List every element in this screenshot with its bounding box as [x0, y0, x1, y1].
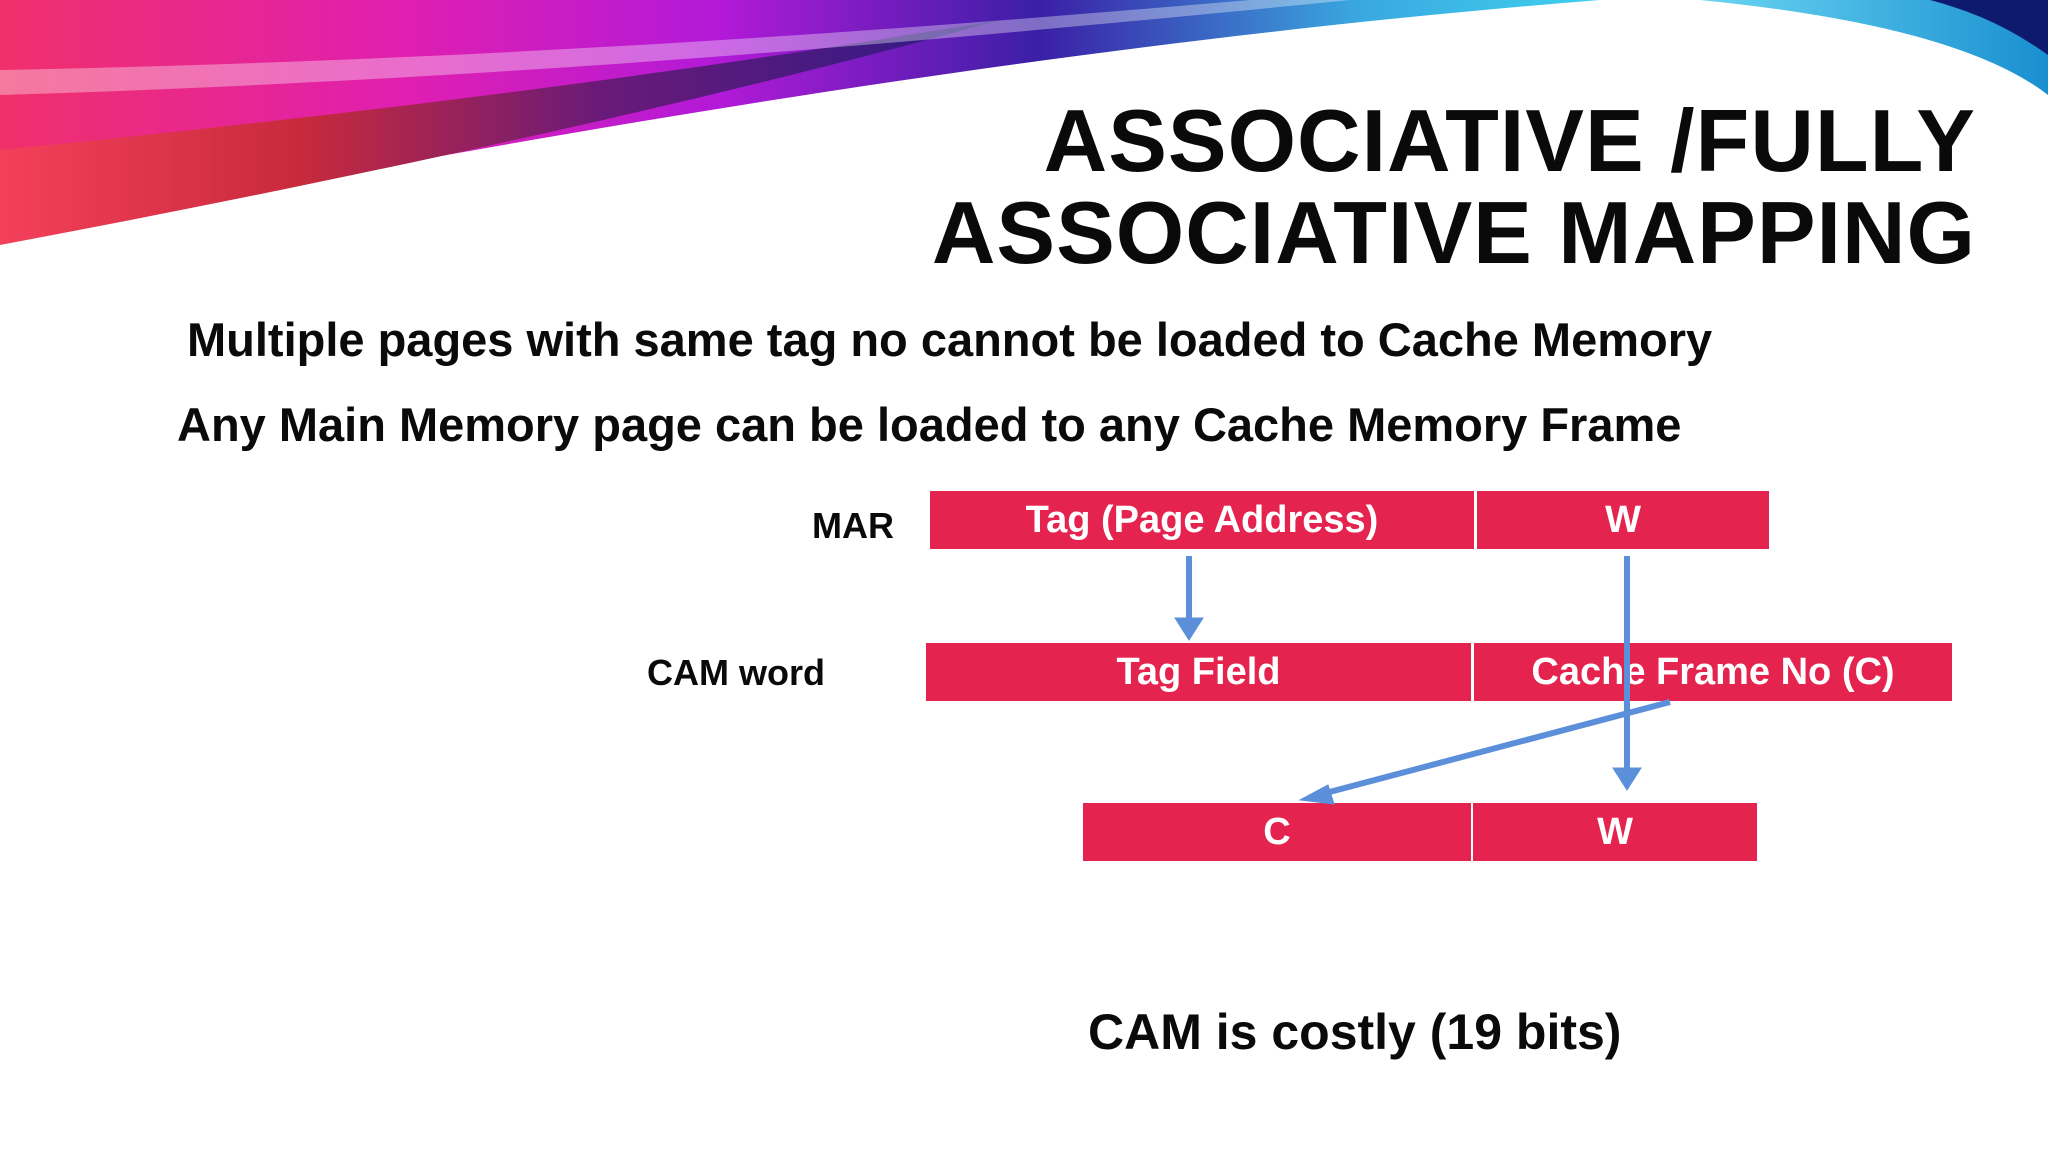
arrow-tag-to-tag-field	[1174, 556, 1204, 641]
result-c-field: C	[1083, 803, 1471, 861]
cam-cache-frame-field: Cache Frame No (C)	[1474, 643, 1952, 701]
cam-word-label: CAM word	[647, 652, 825, 693]
bullet-text-1: Multiple pages with same tag no cannot b…	[187, 313, 1713, 366]
decorative-swoosh	[0, 0, 2048, 245]
swoosh-teal-right	[1700, 0, 2048, 95]
result-w-field: W	[1473, 803, 1757, 861]
slide-title: ASSOCIATIVE /FULLY ASSOCIATIVE MAPPING	[932, 95, 1976, 279]
arrow-frame-to-result-c	[1298, 699, 1671, 805]
cam-cost-note: CAM is costly (19 bits)	[1088, 1004, 1622, 1060]
bullet-text-2: Any Main Memory page can be loaded to an…	[177, 398, 1682, 451]
swoosh-band-main	[0, 0, 1600, 240]
mar-label: MAR	[812, 505, 894, 546]
cam-tag-field: Tag Field	[926, 643, 1471, 701]
swoosh-highlight	[0, 0, 1350, 95]
mar-w-field: W	[1477, 491, 1769, 549]
mar-tag-field: Tag (Page Address)	[930, 491, 1474, 549]
swoosh-band-lower	[0, 20, 1000, 245]
slide-title-line-2: ASSOCIATIVE MAPPING	[931, 183, 1976, 282]
swoosh-dark-right	[1930, 0, 2048, 55]
slide-title-line-1: ASSOCIATIVE /FULLY	[1043, 91, 1976, 190]
